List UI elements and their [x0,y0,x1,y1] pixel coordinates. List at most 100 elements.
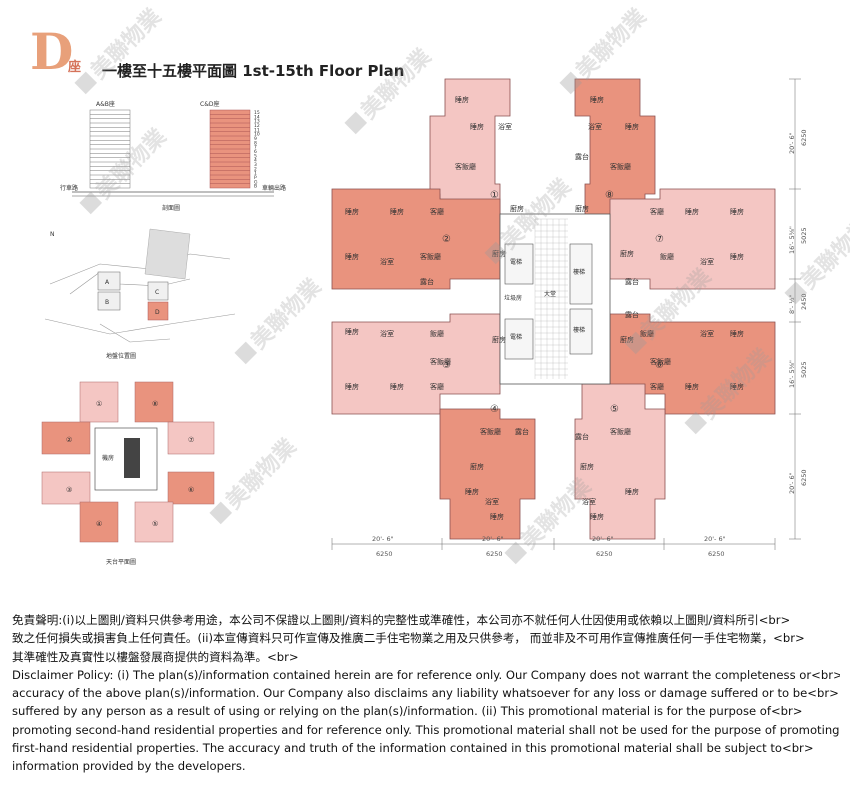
watermark-logo: 美聯物業 [209,433,302,525]
site-block-c: C [155,289,159,296]
dim-right-ft-1: 20'- 6" [788,132,796,154]
roof-unit-6: ⑥ [188,486,194,494]
floor-number: 4 [254,158,257,164]
floor-number: 13 [254,119,260,125]
room-label-bedroom: 睡房 [730,329,744,338]
floor-number: 14 [254,114,260,120]
unit-number-5: ⑤ [610,404,619,415]
unit-number-2: ② [442,234,451,245]
room-label-bedroom: 睡房 [625,487,639,496]
unit-number-6: ⑥ [655,360,664,371]
room-label-living2: 客廳 [650,382,664,391]
dim-right-ft-4: 16'- 5⅝" [788,360,796,388]
room-label-living2: 客廳 [650,207,664,216]
elevation-caption: 剖面圖 [162,204,180,212]
site-plan-caption: 地盤位置圖 [106,352,136,360]
unit-number-4: ④ [490,404,499,415]
svg-text:美聯物業: 美聯物業 [246,273,327,354]
floor-number: 2 [254,166,257,172]
stair-1 [569,243,593,305]
room-label-kitchen: 廚房 [580,462,594,471]
disclaimer-line: Disclaimer Policy: (i) The plan(s)/infor… [12,667,840,682]
room-label-bedroom: 睡房 [490,512,504,521]
unit-4-shape [439,408,536,540]
site-block-group: A B C D [97,271,169,321]
disclaimer-line: information provided by the developers. [12,759,246,774]
room-label-bedroom: 睡房 [345,382,359,391]
core-label-lobby: 大堂 [544,290,556,298]
floor-number: 10 [254,132,260,138]
room-label-bathroom: 浴室 [498,122,512,131]
dim-right-ft-2: 16'- 5⅝" [788,226,796,254]
room-label-dining: 飯廳 [430,329,444,338]
roof-unit-1: ① [96,400,102,408]
room-label-bathroom: 浴室 [700,257,714,266]
room-label-bathroom: 浴室 [380,257,394,266]
dim-right-ft-5: 20'- 6" [788,472,796,494]
room-label-bedroom: 睡房 [590,95,604,104]
room-label-living2: 客廳 [430,382,444,391]
roof-core-label: 機房 [102,454,114,462]
unit-number-1: ① [490,190,499,201]
room-label-bathroom: 浴室 [700,329,714,338]
room-label-balcony: 露台 [575,152,589,161]
page-header: D 座 一樓至十五樓平面圖 1st-15th Floor Plan [30,26,450,86]
room-label-dining: 飯廳 [640,329,654,338]
core-label-lift-1: 電梯 [510,258,522,266]
room-label-living: 客飯廳 [430,357,451,366]
room-label-bedroom: 睡房 [685,207,699,216]
room-label-bedroom: 睡房 [685,382,699,391]
disclaimer-line: 致之任何損失或損害負上任何責任。(ii)本宣傳資料只可作宣傳及推廣二手住宅物業之… [12,631,805,646]
dim-right-mm-4: 5025 [800,361,808,378]
room-label-balcony: 露台 [625,310,639,319]
floor-number: B [254,184,257,190]
room-label-bedroom: 睡房 [345,252,359,261]
roof-unit-7: ⑦ [188,436,194,444]
room-label-kitchen: 廚房 [620,249,634,258]
floor-number: 5 [254,153,257,159]
block-suffix: 座 [68,60,82,75]
site-block-d: D [155,309,160,316]
room-label-kitchen: 廚房 [510,204,524,213]
room-label-living: 客飯廳 [610,427,631,436]
block-letter: D [30,22,74,81]
room-label-balcony: 露台 [575,432,589,441]
room-label-living: 客飯廳 [480,427,501,436]
floor-number: 1 [254,171,257,177]
roof-plan-caption: 天台平面圖 [106,558,136,566]
floor-number: 11 [254,127,260,133]
main-floor-plan: 電梯 電梯 樓梯 樓梯 大堂 垃圾房 睡房睡房浴室客飯廳廚房睡房睡房浴室客飯廳廚… [331,78,808,558]
floor-number: G [254,179,258,185]
room-label-bedroom: 睡房 [625,122,639,131]
dim-right-mm-3: 2450 [800,293,808,310]
disclaimer-line: suffered by any person as a result of us… [12,704,803,719]
elevation-left-note: 行車路 [60,184,78,192]
dim-bottom-mm-3: 6250 [596,550,613,558]
svg-text:美聯物業: 美聯物業 [221,433,302,514]
room-label-bedroom: 睡房 [730,252,744,261]
room-label-balcony: 露台 [420,277,434,286]
unit-number-8: ⑧ [605,190,614,201]
site-block-a: A [105,279,110,286]
floor-number: 8 [254,140,257,146]
room-label-bathroom: 浴室 [588,122,602,131]
elevation-ab-tower [89,109,131,189]
lift-1 [504,243,534,285]
roof-unit-8: ⑧ [152,400,158,408]
dim-bottom-ft-1: 20'- 6" [372,535,394,543]
elevation-label-ab: A&B座 [96,100,115,108]
dim-right-mm-5: 6250 [800,469,808,486]
room-label-bedroom: 睡房 [730,382,744,391]
room-label-living: 客飯廳 [610,162,631,171]
svg-text:美聯物業: 美聯物業 [571,3,652,84]
room-label-living2: 客廳 [430,207,444,216]
room-label-bedroom: 睡房 [590,512,604,521]
lift-2 [504,318,534,360]
room-label-bedroom: 睡房 [455,95,469,104]
room-label-living: 客飯廳 [420,252,441,261]
elevation-label-cd: C&D座 [200,100,220,108]
floor-number: 12 [254,123,260,129]
svg-text:N: N [50,231,55,238]
roof-unit-2: ② [66,436,72,444]
